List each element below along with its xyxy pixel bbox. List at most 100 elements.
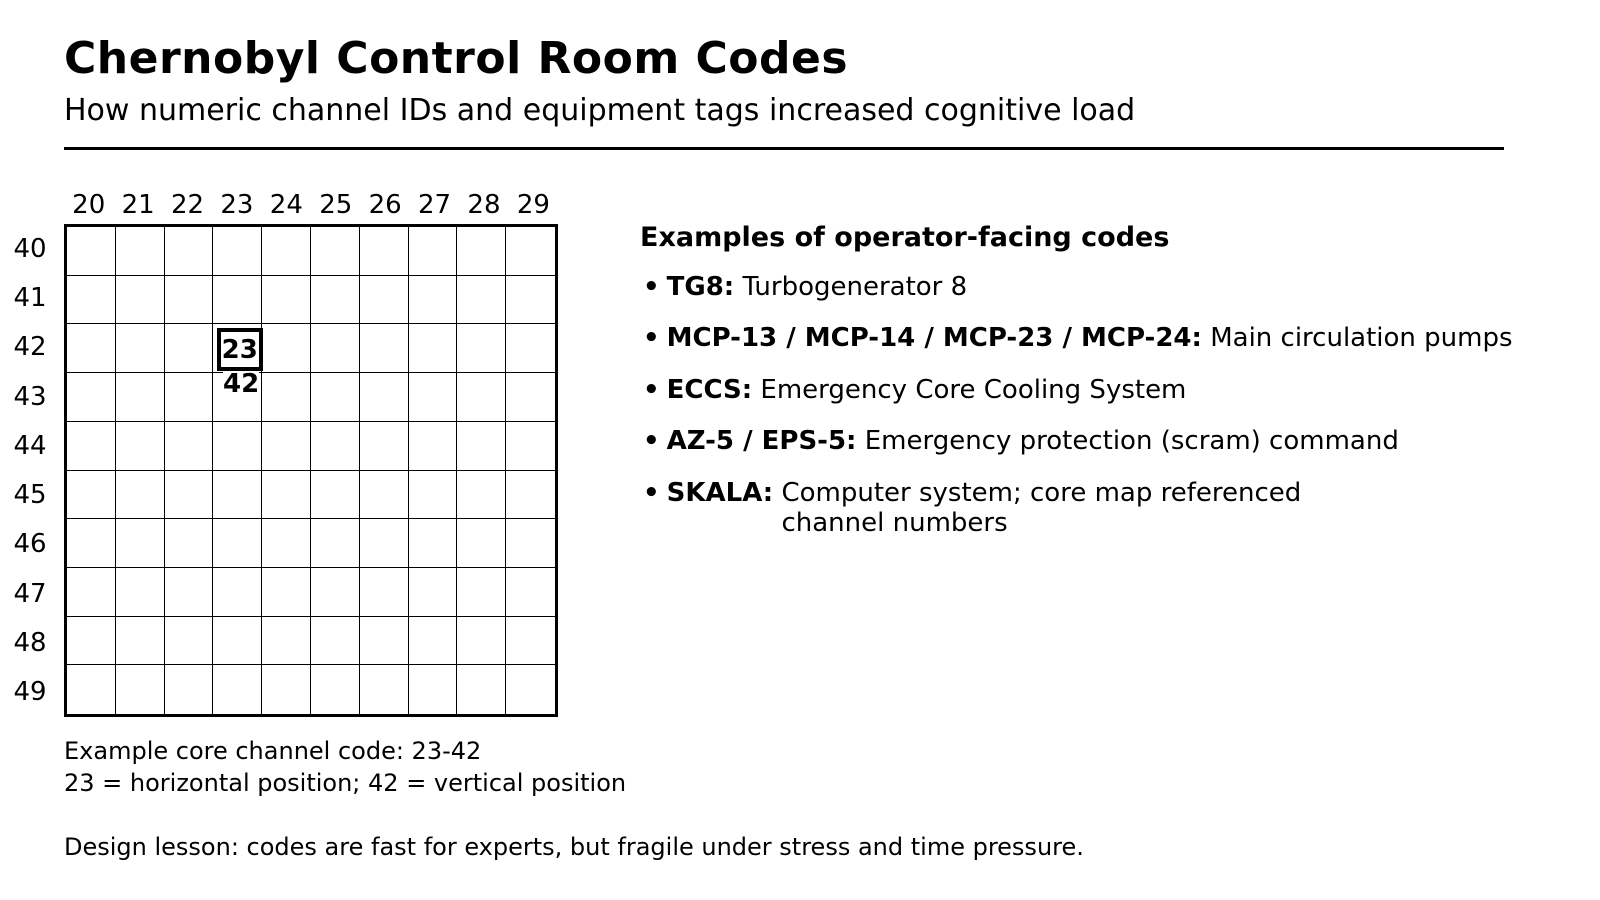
grid-cell — [506, 665, 555, 714]
example-item-eccs: •ECCS: Emergency Core Cooling System — [643, 375, 1186, 405]
grid-cell — [116, 665, 165, 714]
grid-cell — [115, 519, 165, 568]
grid-cell — [115, 616, 165, 666]
example-item-az5: •AZ-5 / EPS-5: Emergency protection (scr… — [643, 426, 1399, 456]
example-item-mcp: •MCP-13 / MCP-14 / MCP-23 / MCP-24: Main… — [643, 323, 1513, 353]
grid-cell — [67, 421, 116, 471]
grid-cell — [506, 471, 555, 520]
grid-cell — [213, 567, 263, 617]
grid-cell — [506, 617, 555, 666]
grid-cell — [457, 227, 507, 276]
grid-cell — [262, 470, 311, 520]
highlighted-cell-box: 23 — [216, 328, 263, 371]
grid-cell — [408, 324, 458, 374]
grid-cell — [457, 616, 507, 666]
grid-col-label: 25 — [319, 190, 353, 220]
grid-cell — [310, 227, 360, 276]
grid-cell — [506, 422, 555, 471]
grid-row-label: 47 — [13, 578, 47, 609]
grid-cell — [67, 470, 116, 520]
grid-cell — [408, 421, 458, 471]
grid-cell — [67, 567, 116, 617]
grid-col-label: 26 — [368, 190, 402, 220]
grid-cell — [506, 519, 555, 568]
grid-cell — [359, 373, 409, 422]
grid-cell — [213, 275, 263, 325]
grid-col-label: 29 — [516, 190, 550, 220]
example-desc: Main circulation pumps — [1210, 323, 1513, 353]
grid-cell — [67, 373, 116, 422]
example-code: TG8: — [666, 272, 735, 302]
grid-col-label: 24 — [269, 190, 303, 220]
grid-cell — [213, 519, 263, 568]
grid-cell — [457, 421, 507, 471]
grid-cell — [359, 275, 409, 325]
grid-cell — [359, 227, 409, 276]
grid-cell — [164, 519, 214, 568]
grid-cell — [457, 665, 507, 714]
example-code: SKALA: — [666, 478, 774, 508]
grid-cell — [457, 373, 507, 422]
example-desc: Emergency protection (scram) command — [864, 426, 1399, 456]
grid-cell — [311, 665, 360, 714]
design-lesson: Design lesson: codes are fast for expert… — [64, 833, 1084, 861]
grid-cell — [360, 665, 409, 714]
grid-cell — [213, 616, 263, 666]
grid-cell — [262, 324, 311, 374]
grid-cell — [67, 227, 116, 276]
grid-cell — [359, 421, 409, 471]
grid-cell — [359, 567, 409, 617]
grid-cell — [310, 470, 360, 520]
grid-cell — [262, 227, 311, 276]
grid-col-label: 27 — [418, 190, 452, 220]
core-map-grid: 23 42 — [64, 224, 558, 717]
grid-cell — [310, 275, 360, 325]
example-code: MCP-13 / MCP-14 / MCP-23 / MCP-24: — [666, 323, 1202, 353]
grid-cell — [457, 275, 507, 325]
grid-cell — [213, 421, 263, 471]
grid-cell — [457, 470, 507, 520]
grid-cell — [67, 275, 116, 325]
grid-cell — [262, 421, 311, 471]
grid-cell — [408, 616, 458, 666]
example-desc: Turbogenerator 8 — [742, 272, 968, 302]
grid-cell — [164, 567, 214, 617]
grid-cell — [67, 665, 116, 714]
grid-cell — [115, 373, 165, 422]
grid-row-label: 43 — [13, 381, 47, 412]
grid-cell — [262, 275, 311, 325]
grid-col-label: 23 — [220, 190, 254, 220]
grid-cell — [115, 470, 165, 520]
highlighted-cell-row-value: 42 — [223, 369, 260, 399]
grid-cell — [310, 373, 360, 422]
grid-row-label: 45 — [13, 480, 47, 511]
grid-cell — [213, 227, 263, 276]
grid-cell — [164, 421, 214, 471]
grid-cell — [164, 275, 214, 325]
grid-cell — [408, 567, 458, 617]
divider-rule — [64, 147, 1504, 150]
grid-cell — [359, 616, 409, 666]
grid-cell — [213, 665, 263, 714]
caption-line2: 23 = horizontal position; 42 = vertical … — [64, 769, 627, 797]
grid-row-label: 42 — [13, 332, 47, 363]
grid-cell — [115, 275, 165, 325]
grid-cell — [115, 421, 165, 471]
grid-cell — [506, 568, 555, 617]
bullet-icon: • — [643, 426, 660, 456]
example-desc: Emergency Core Cooling System — [760, 375, 1187, 405]
grid-row-label: 46 — [13, 529, 47, 560]
grid-cell — [164, 227, 214, 276]
grid-cell — [310, 421, 360, 471]
grid-cell — [359, 519, 409, 568]
grid-cell — [67, 616, 116, 666]
bullet-icon: • — [643, 375, 660, 405]
grid-cell — [457, 567, 507, 617]
grid-row-label: 40 — [13, 233, 47, 264]
grid-cell — [506, 276, 555, 325]
bullet-icon: • — [643, 478, 660, 508]
grid-cell — [310, 519, 360, 568]
grid-row-label: 41 — [13, 282, 47, 313]
